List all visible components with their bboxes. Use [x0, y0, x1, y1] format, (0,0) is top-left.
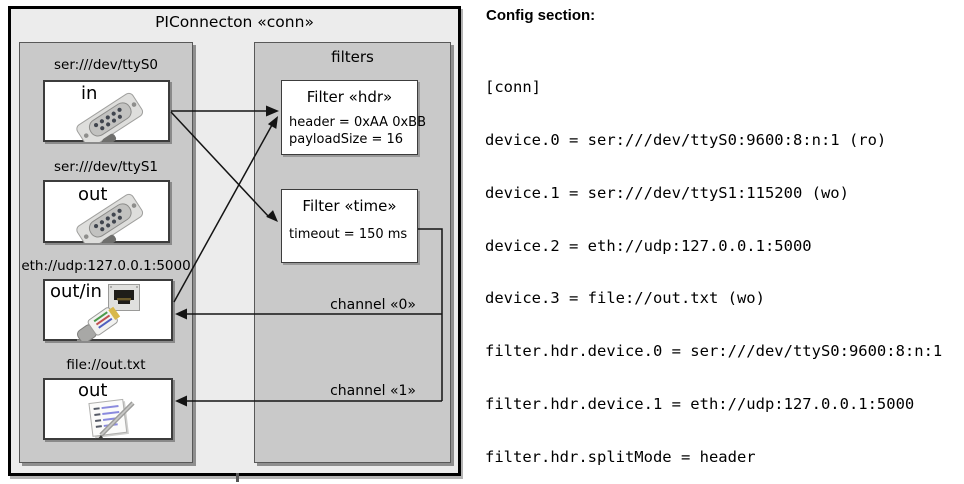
filter-hdr-prop-header: header = 0xAA 0xBB: [289, 115, 427, 130]
config-line: device.3 = file://out.txt (wo): [485, 289, 765, 308]
config-line: filter.hdr.device.0 = ser:///dev/ttyS0:9…: [485, 342, 943, 361]
device-uri-label-file: file://out.txt: [66, 357, 146, 373]
channel-0-label: channel «0»: [330, 297, 416, 313]
filter-time-box: Filter «time» timeout = 150 ms: [281, 189, 418, 263]
ethernet-jack-icon: [108, 284, 140, 311]
device-box-ttys1: out: [43, 180, 170, 243]
channel-1-label: channel «1»: [330, 383, 416, 399]
connection-diagram-frame: PIConnecton «conn» ser:///dev/ttyS0 in: [8, 6, 461, 476]
filters-panel-title: filters: [331, 48, 374, 66]
serial-connector-icon: [76, 92, 144, 142]
device-uri-label-eth: eth://udp:127.0.0.1:5000: [21, 258, 191, 274]
config-section-block: [conn] device.0 = ser:///dev/ttyS0:9600:…: [485, 44, 952, 484]
config-line: device.2 = eth://udp:127.0.0.1:5000: [485, 236, 812, 255]
filter-hdr-prop-payload: payloadSize = 16: [289, 132, 404, 147]
device-direction: out: [78, 184, 108, 205]
device-direction: out/in: [50, 281, 102, 302]
config-line: [conn]: [485, 78, 541, 97]
config-line: filter.hdr.device.1 = eth://udp:127.0.0.…: [485, 394, 915, 413]
ethernet-plug-icon: [76, 306, 121, 341]
config-line: device.0 = ser:///dev/ttyS0:9600:8:n:1 (…: [485, 130, 887, 149]
device-uri-label-ttys0: ser:///dev/ttyS0: [54, 57, 158, 73]
device-uri-label-ttys1: ser:///dev/ttyS1: [54, 159, 158, 175]
notepad-pen-icon: [88, 398, 135, 439]
config-line: device.1 = ser:///dev/ttyS1:115200 (wo): [485, 183, 849, 202]
filter-hdr-box: Filter «hdr» header = 0xAA 0xBB payloadS…: [281, 80, 426, 155]
filter-time-prop-timeout: timeout = 150 ms: [289, 227, 408, 242]
config-section-heading: Config section:: [486, 7, 596, 24]
device-box-ttys0: in: [43, 80, 170, 142]
device-box-file: out: [43, 378, 173, 440]
device-direction: out: [78, 380, 108, 401]
devices-panel: ser:///dev/ttyS0 in: [19, 42, 193, 463]
filters-panel: filters Filter «hdr» header = 0xAA 0xBB …: [254, 42, 451, 463]
filter-hdr-title: Filter «hdr»: [306, 88, 393, 106]
serial-connector-icon: [76, 193, 144, 243]
diagram-title: PIConnecton «conn»: [155, 13, 314, 31]
filter-time-title: Filter «time»: [302, 197, 397, 215]
device-box-eth: out/in: [43, 279, 173, 341]
device-direction: in: [81, 83, 98, 104]
config-line: filter.hdr.splitMode = header: [485, 447, 756, 466]
